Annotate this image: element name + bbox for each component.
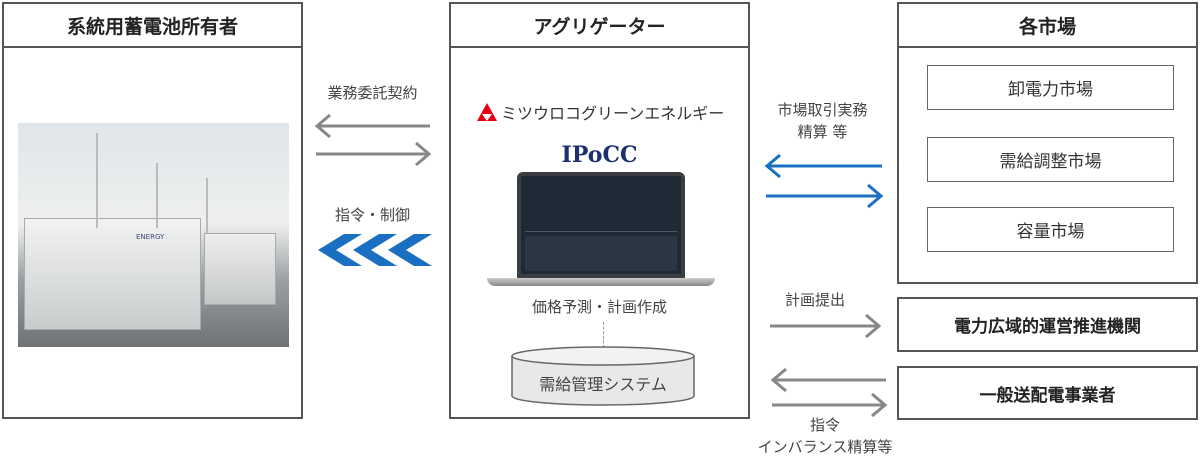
aggregator-title: アグリゲーター <box>451 4 748 48</box>
plan-arrow <box>770 313 882 339</box>
contract-arrows <box>314 113 432 167</box>
triangle-logo-icon <box>477 103 497 121</box>
database-cylinder <box>511 346 695 406</box>
owner-box: 系統用蓄電池所有者 ENERGY <box>2 2 303 419</box>
aggregator-box: アグリゲーター ミツウロコグリーンエネルギー IPoCC 価格予測・計画作成 需… <box>449 2 750 419</box>
forecast-caption: 価格予測・計画作成 <box>531 298 667 316</box>
occto-box: 電力広域的運営推進機関 <box>897 297 1198 352</box>
tso-label-2: インバランス精算等 <box>757 438 893 456</box>
contract-label: 業務委託契約 <box>327 84 418 102</box>
company-logo: ミツウロコグリーンエネルギー <box>477 100 724 124</box>
supply-demand-system: 需給管理システム <box>539 375 667 394</box>
market-balancing: 需給調整市場 <box>927 137 1174 182</box>
photo-label: ENERGY <box>136 233 165 241</box>
tso-arrows <box>770 367 888 418</box>
control-chevrons-icon <box>318 234 432 266</box>
product-name: IPoCC <box>561 142 638 168</box>
tso-label-1: 指令 <box>809 416 840 434</box>
battery-storage-photo: ENERGY <box>18 123 289 347</box>
control-label: 指令・制御 <box>334 206 410 224</box>
plan-label: 計画提出 <box>784 291 845 309</box>
market-label-2: 精算 等 <box>797 123 848 141</box>
owner-title: 系統用蓄電池所有者 <box>4 4 301 48</box>
tso-box: 一般送配電事業者 <box>897 366 1198 420</box>
market-label-1: 市場取引実務 <box>777 101 868 119</box>
markets-title: 各市場 <box>899 4 1196 48</box>
market-arrows <box>764 153 884 209</box>
markets-box: 各市場 卸電力市場 需給調整市場 容量市場 <box>897 2 1198 284</box>
laptop-screenshot <box>517 172 685 278</box>
market-capacity: 容量市場 <box>927 207 1174 252</box>
market-wholesale: 卸電力市場 <box>927 65 1174 110</box>
